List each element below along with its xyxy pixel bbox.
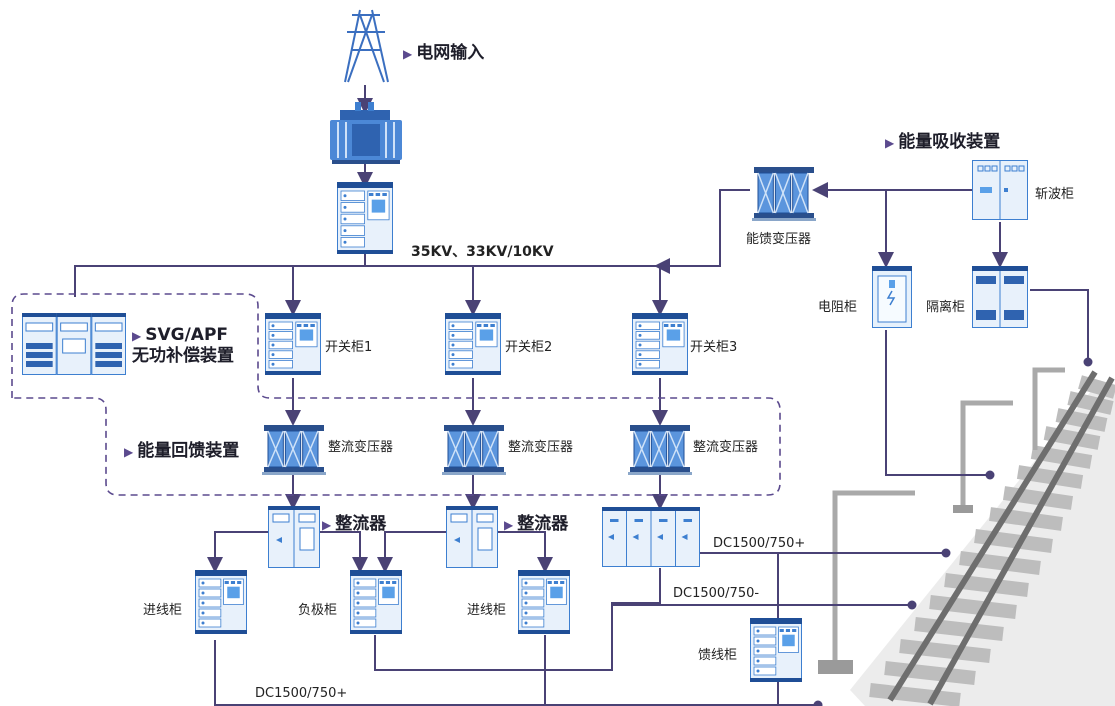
power-tower-icon [344, 9, 389, 83]
chopper-label: 斩波柜 [1035, 187, 1075, 202]
energy-absorb-label: ▶能量吸收装置 [885, 132, 1001, 152]
resistor-cabinet-label: 电阻柜 [818, 300, 858, 315]
rect-transformer-1-label: 整流变压器 [328, 440, 394, 455]
rect-transformer-1-icon [262, 423, 326, 475]
isolation-cabinet-label: 隔离柜 [926, 300, 966, 315]
switch3-label: 开关柜3 [690, 340, 738, 355]
rectifier-2-label: ▶整流器 [504, 514, 569, 534]
energy-feedback-boundary [11, 293, 781, 496]
isolation-cabinet [972, 266, 1028, 328]
energy-absorb-text: 能量吸收装置 [898, 132, 1001, 152]
rectifier-2-cabinet [446, 506, 498, 568]
svg-apf-cabinet [22, 313, 127, 375]
feedback-transformer-label: 能馈变压器 [746, 232, 812, 247]
main-transformer-icon [330, 102, 402, 164]
resistor-cabinet [872, 266, 912, 328]
grid-input-text: 电网输入 [416, 43, 485, 63]
rect-transformer-3-icon [628, 423, 692, 475]
svg-apf-line2: 无功补偿装置 [132, 346, 234, 366]
negative-label: 负极柜 [298, 603, 338, 618]
rectifier-1-cabinet [268, 506, 320, 568]
dc-plus-upper-label: DC1500/750+ [713, 536, 806, 551]
switch2-cabinet [445, 313, 501, 375]
feeder-cabinet [750, 618, 802, 682]
rect-transformer-2-icon [442, 423, 506, 475]
switch1-cabinet [265, 313, 321, 375]
main-switchgear-cabinet [337, 182, 393, 254]
incoming-2-cabinet [518, 570, 570, 634]
rect-transformer-3-label: 整流变压器 [693, 440, 759, 455]
rectifier-2-text: 整流器 [517, 514, 569, 534]
energy-feedback-rectifier-cabinet [602, 507, 700, 567]
railway-track [850, 370, 1115, 706]
incoming-1-cabinet [195, 570, 247, 634]
switch3-cabinet [632, 313, 688, 375]
negative-cabinet [350, 570, 402, 634]
feeder-label: 馈线柜 [698, 648, 738, 663]
voltage-label: 35KV、33KV/10KV [411, 244, 554, 260]
svg-apf-line1: SVG/APF [145, 325, 229, 345]
feedback-transformer-icon [752, 165, 816, 221]
dc-plus-lower-label: DC1500/750+ [255, 686, 348, 701]
energy-feedback-label: ▶能量回馈装置 [124, 441, 240, 461]
rectifier-1-text: 整流器 [335, 514, 387, 534]
rectifier-1-label: ▶整流器 [322, 514, 387, 534]
junction-dots [813, 357, 1093, 706]
switch1-label: 开关柜1 [325, 340, 373, 355]
grid-input-label: ▶电网输入 [403, 43, 485, 63]
incoming-2-label: 进线柜 [467, 603, 507, 618]
incoming-1-label: 进线柜 [143, 603, 183, 618]
switch2-label: 开关柜2 [505, 340, 553, 355]
rect-transformer-2-label: 整流变压器 [508, 440, 574, 455]
energy-feedback-text: 能量回馈装置 [137, 441, 240, 461]
dc-minus-label: DC1500/750- [673, 586, 760, 601]
chopper-cabinet [972, 160, 1028, 220]
